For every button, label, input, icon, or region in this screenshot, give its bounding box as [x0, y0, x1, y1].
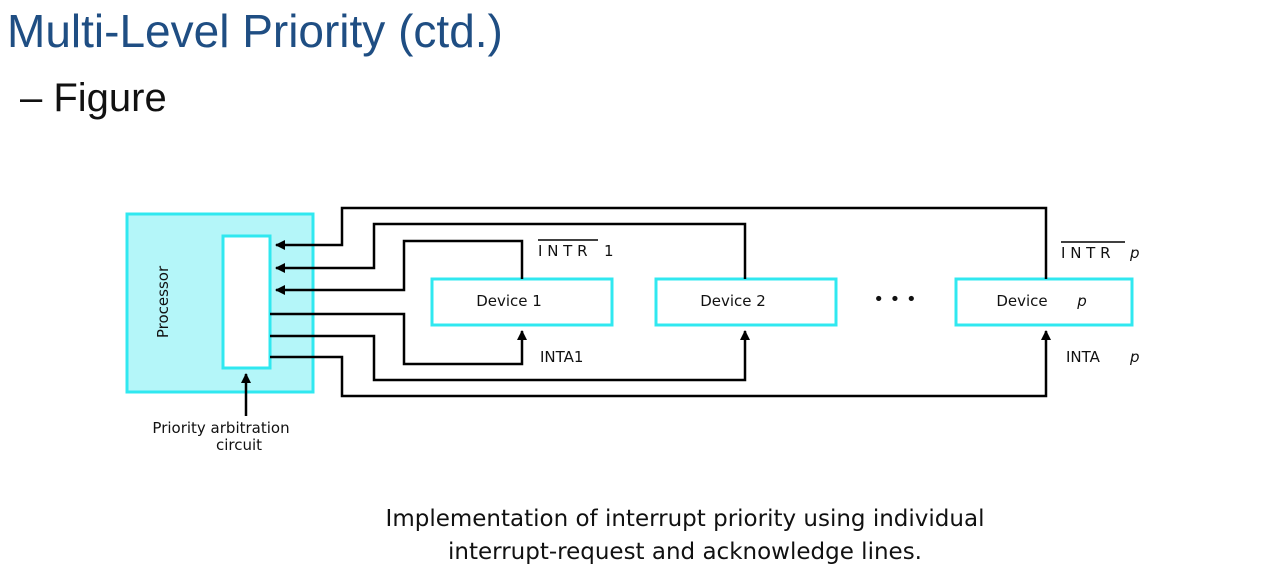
figure-caption: Implementation of interrupt priority usi… — [360, 503, 1010, 569]
inta-1-line — [270, 312, 527, 366]
intr-1-line — [275, 239, 524, 295]
device-p-label: Device — [996, 292, 1047, 310]
inta1-label: INTA1 — [540, 348, 583, 366]
arbitration-label-line2: circuit — [216, 436, 262, 454]
device-1-label: Device 1 — [476, 292, 542, 310]
intap-suffix: p — [1129, 348, 1140, 366]
device-1-box — [430, 277, 614, 327]
device-2-box — [654, 277, 838, 327]
device-2-label: Device 2 — [700, 292, 766, 310]
inta-p-line — [270, 330, 1051, 398]
intr1-suffix: 1 — [604, 242, 614, 260]
arbitration-label-line1: Priority arbitration — [152, 419, 289, 437]
intrp-label: I N T R — [1061, 244, 1111, 262]
slide-subtitle: – Figure — [20, 76, 167, 120]
processor-label: Processor — [154, 265, 172, 338]
arbitration-circuit-box — [221, 234, 272, 370]
intap-label: INTA — [1066, 348, 1101, 366]
device-p-box — [954, 277, 1134, 327]
intrp-suffix: p — [1129, 244, 1140, 262]
intr1-label: I N T R — [538, 242, 588, 260]
device-ellipsis: • • • — [873, 289, 916, 310]
intr-2-line — [275, 222, 747, 279]
inta-2-line — [270, 330, 750, 382]
caption-line-1: Implementation of interrupt priority usi… — [385, 506, 985, 532]
device-p-suffix: p — [1076, 292, 1087, 310]
intr-p-line — [275, 206, 1048, 279]
caption-line-2: interrupt-request and acknowledge lines. — [448, 539, 922, 565]
slide-title: Multi-Level Priority (ctd.) — [7, 5, 503, 57]
